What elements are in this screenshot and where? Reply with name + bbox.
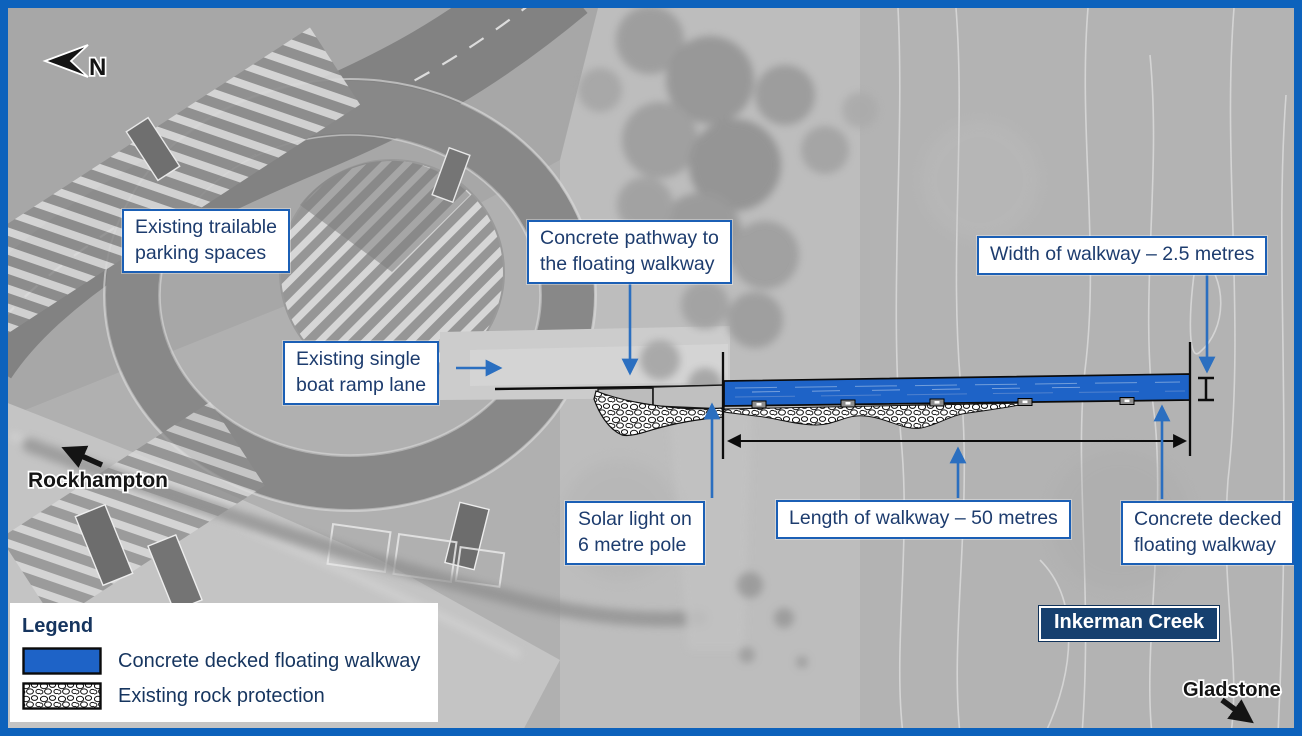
gladstone-label: Gladstone — [1183, 679, 1281, 701]
gladstone-arrow-icon — [1220, 697, 1254, 724]
north-arrow-icon: N — [42, 44, 108, 83]
callout-parking: Existing trailable parking spaces — [122, 209, 290, 274]
callout-boat-ramp: Existing single boat ramp lane — [283, 341, 440, 406]
callout-width: Width of walkway – 2.5 metres — [977, 236, 1268, 275]
rock-protection-right — [723, 402, 1029, 429]
inkerman-creek-label: Inkerman Creek — [1037, 605, 1221, 642]
callout-solar-light: Solar light on 6 metre pole — [565, 501, 705, 566]
gladstone-direction: Gladstone — [1181, 677, 1282, 724]
callout-walkway: Concrete decked floating walkway — [1121, 501, 1295, 566]
rock-pattern-swatch — [22, 682, 102, 710]
legend-item-walkway: Concrete decked floating walkway — [22, 647, 424, 675]
callout-length: Length of walkway – 50 metres — [776, 500, 1071, 539]
walkway-blue-swatch — [22, 647, 102, 675]
legend-item-rock: Existing rock protection — [22, 682, 424, 710]
rockhampton-label: Rockhampton — [28, 469, 168, 492]
leader-arrows — [456, 270, 1216, 499]
legend-label-rock: Existing rock protection — [118, 684, 325, 707]
callout-pathway: Concrete pathway to the floating walkway — [527, 220, 732, 285]
legend: Legend Concrete decked floating walkway … — [10, 603, 438, 722]
legend-title: Legend — [22, 615, 94, 637]
walkway-fixtures — [751, 397, 1135, 409]
svg-text:N: N — [89, 54, 106, 81]
rockhampton-arrow-icon — [61, 445, 104, 468]
width-dimension-marker — [1198, 376, 1214, 402]
rockhampton-direction: Rockhampton — [26, 445, 170, 494]
legend-label-walkway: Concrete decked floating walkway — [118, 649, 421, 672]
rock-protection-left — [593, 390, 724, 437]
